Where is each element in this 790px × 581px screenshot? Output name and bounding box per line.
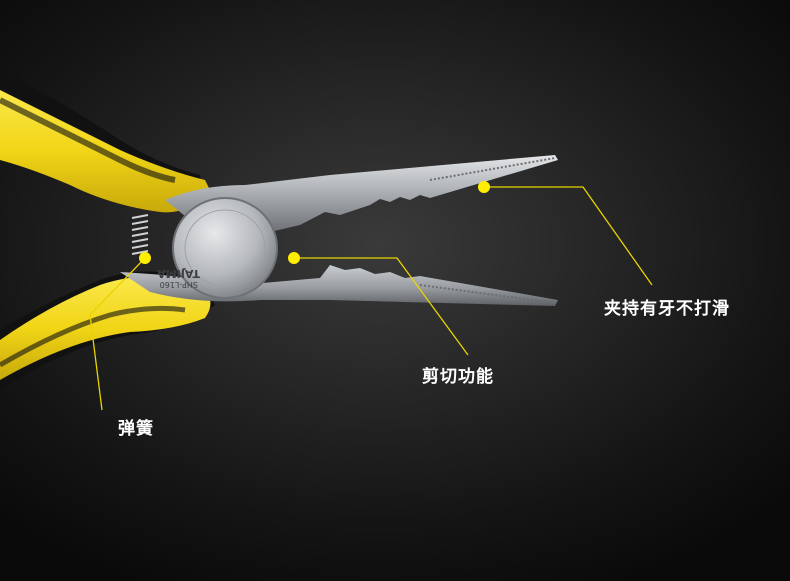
callout-label-grip: 夹持有牙不打滑 xyxy=(604,299,730,319)
spring-marker-dot xyxy=(139,252,151,264)
svg-text:TAJIMA: TAJIMA xyxy=(157,267,200,280)
spring-leader-line xyxy=(89,257,146,411)
grip-marker-dot xyxy=(478,181,490,193)
cut-marker-dot xyxy=(288,252,300,264)
spring xyxy=(131,214,149,255)
svg-text:SHP-L160: SHP-L160 xyxy=(160,280,198,289)
cut-leader-line xyxy=(294,257,469,356)
callout-markers xyxy=(139,181,490,264)
lower-handle xyxy=(0,271,215,390)
callout-lines xyxy=(89,186,653,411)
pivot xyxy=(172,197,278,299)
brand-engraving: TAJIMA SHP-L160 xyxy=(157,267,200,289)
grip-leader-line xyxy=(484,186,653,286)
callout-label-spring: 弹簧 xyxy=(118,419,154,439)
upper-handle xyxy=(0,70,210,213)
callout-label-cut: 剪切功能 xyxy=(422,367,494,387)
